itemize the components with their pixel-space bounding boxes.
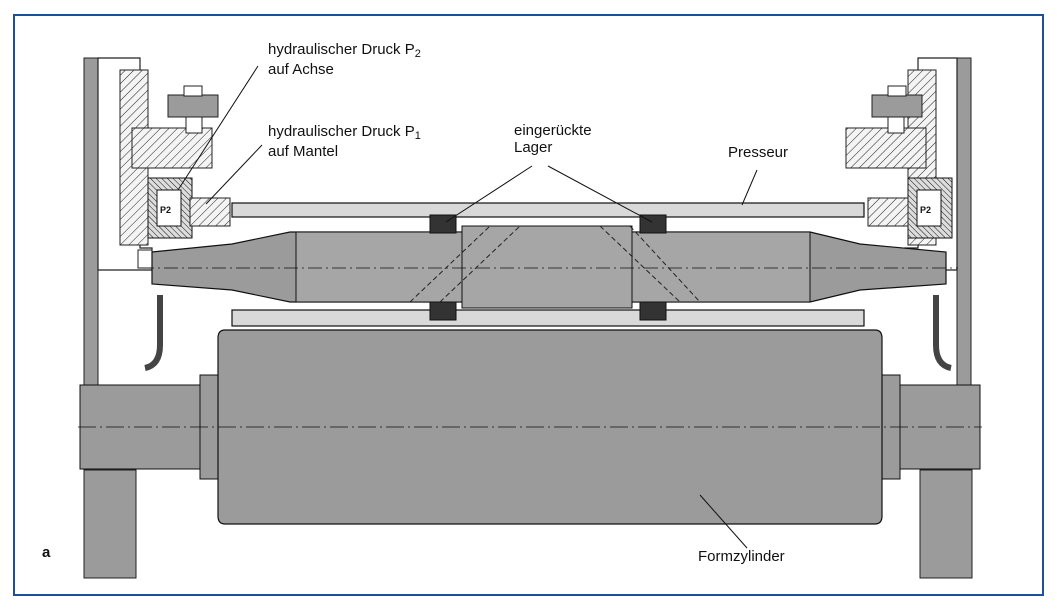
label-p2-text: hydraulischer Druck P [268,41,415,58]
top-bolt-left [167,85,219,134]
label-formzylinder: Formzylinder [698,548,785,565]
presseur-axle [140,225,958,309]
presseur-shell [231,202,865,327]
label-p2-sub: 2 [414,48,421,60]
label-presseur: Presseur [728,144,789,161]
hydraulic-cylinder-left: P2 P1 [147,177,231,239]
figure-border [13,14,1044,596]
hose-left [144,295,163,371]
label-bearings-line2: Lager [514,139,553,157]
p2-mark-left: P2 [160,205,171,215]
top-bolt-right [871,85,923,134]
forme-cylinder [78,329,982,525]
label-p1-text: hydraulischer Druck P [268,123,415,140]
label-p1-sub: 1 [414,130,421,142]
left-frame [83,57,213,579]
label-p2-axle: hydraulischer Druck P2 auf Achse [268,41,421,78]
label-bearings: eingerückte Lager [514,122,592,157]
hose-right [933,295,952,371]
figure-letter: a [42,544,51,561]
p2-mark-right: P2 [920,205,931,215]
leader-lines [177,65,758,549]
hydraulic-cylinder-right: P2 P1 [867,177,953,239]
label-bearings-line1: eingerückte [514,122,592,139]
label-p1-mantel: hydraulischer Druck P1 auf Mantel [268,123,421,160]
bearing-dashed-lines [409,225,701,303]
label-p2-line2: auf Achse [268,60,334,78]
bearing-left [429,214,457,321]
label-p1-line2: auf Mantel [268,142,339,160]
